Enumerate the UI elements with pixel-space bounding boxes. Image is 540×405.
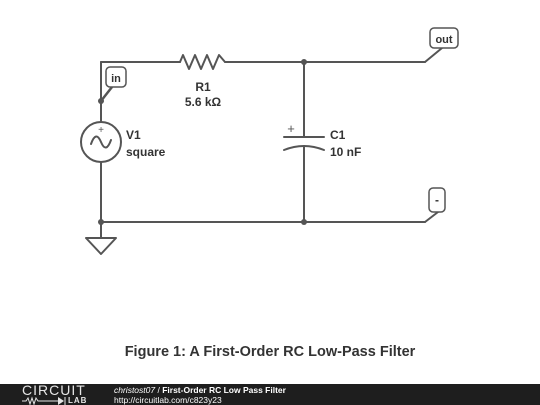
v1-value: square (126, 145, 166, 159)
c1-name: C1 (330, 128, 346, 142)
author-link[interactable]: christost07 (114, 385, 156, 395)
circuit-url-link[interactable]: http://circuitlab.com/c823y23 (114, 395, 222, 405)
probe-in-label: in (111, 73, 121, 85)
probe-in-lead (100, 86, 113, 102)
probe-out-box (429, 27, 459, 49)
meta-separator: / (155, 385, 163, 395)
probe-in-box (105, 66, 127, 88)
ground-icon (85, 237, 117, 255)
wire-to-minus (424, 211, 439, 223)
source-plus-sign: + (98, 125, 104, 136)
c1-value: 10 nF (330, 145, 361, 159)
circuitlab-logo[interactable]: CIRCUIT LAB (22, 382, 102, 405)
figure-caption: Figure 1: A First-Order RC Low-Pass Filt… (124, 344, 416, 360)
r1-name: R1 (195, 80, 211, 94)
probe-minus-label: - (435, 193, 439, 207)
v1-name: V1 (126, 128, 141, 142)
r1-value: 5.6 kΩ (185, 95, 222, 109)
circuit-title-link[interactable]: First-Order RC Low Pass Filter (162, 385, 286, 395)
junction-dot (301, 219, 307, 225)
resistor-r1-symbol (179, 54, 226, 70)
capacitor-polarity-sign: + (287, 121, 295, 136)
junction-dot (98, 219, 104, 225)
wire-to-out (424, 47, 443, 63)
logo-text-circuit: CIRCUIT (22, 382, 86, 398)
circuit-meta: christost07 / First-Order RC Low Pass Fi… (114, 385, 286, 405)
source-v1-symbol (80, 121, 122, 163)
circuit-schematic: in out - + + R1 5.6 kΩ V1 square C1 10 n… (80, 27, 459, 255)
probe-out-label: out (435, 34, 452, 46)
logo-waveform-icon (22, 396, 66, 405)
footer-bar: CIRCUIT LAB christost07 / First-Order RC… (0, 382, 540, 405)
probe-minus-box (428, 187, 446, 213)
sine-wave-icon (90, 135, 112, 149)
logo-text-lab: LAB (68, 396, 88, 405)
junction-dot (301, 59, 307, 65)
